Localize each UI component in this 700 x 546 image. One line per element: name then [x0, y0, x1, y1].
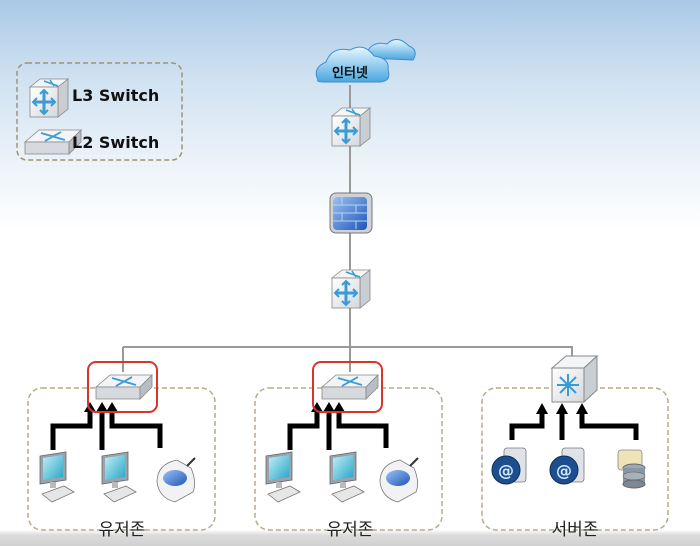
zone-label: 유저존: [327, 520, 374, 540]
pc-icon[interactable]: [329, 451, 365, 503]
database-icon[interactable]: [617, 449, 646, 489]
l2-switch-icon[interactable]: [321, 374, 379, 400]
highlight-box: [312, 361, 383, 413]
mail-server-icon[interactable]: [491, 447, 527, 485]
zone-label: 서버존: [552, 520, 599, 540]
zone-label: 유저존: [99, 520, 146, 540]
internet-cloud: 인터넷: [315, 39, 416, 83]
internet-label: 인터넷: [332, 65, 368, 81]
firewall-icon[interactable]: [329, 192, 373, 234]
pc-icon[interactable]: [265, 451, 301, 503]
printer-icon[interactable]: [379, 457, 419, 503]
legend-label-l3: L3 Switch: [72, 86, 159, 105]
uplink-arrows: [50, 412, 639, 450]
l3-switch-icon[interactable]: [330, 268, 372, 310]
pc-icon[interactable]: [39, 451, 75, 503]
l3-switch-icon: [28, 77, 70, 119]
zone-user-2: 유저존: [254, 387, 443, 540]
server-switch-icon[interactable]: [550, 354, 599, 404]
distribution-link: [123, 346, 573, 362]
highlight-box: [87, 361, 158, 413]
legend: L3 Switch L2 Switch: [16, 62, 183, 161]
zone-server: 서버존: [481, 387, 669, 540]
printer-icon[interactable]: [156, 457, 196, 503]
pc-icon[interactable]: [101, 451, 137, 503]
l3-switch-icon[interactable]: [330, 106, 372, 148]
l2-switch-icon[interactable]: [95, 374, 153, 400]
mail-server-icon[interactable]: [549, 447, 585, 485]
legend-label-l2: L2 Switch: [72, 133, 159, 152]
zone-user-1: 유저존: [27, 387, 216, 540]
